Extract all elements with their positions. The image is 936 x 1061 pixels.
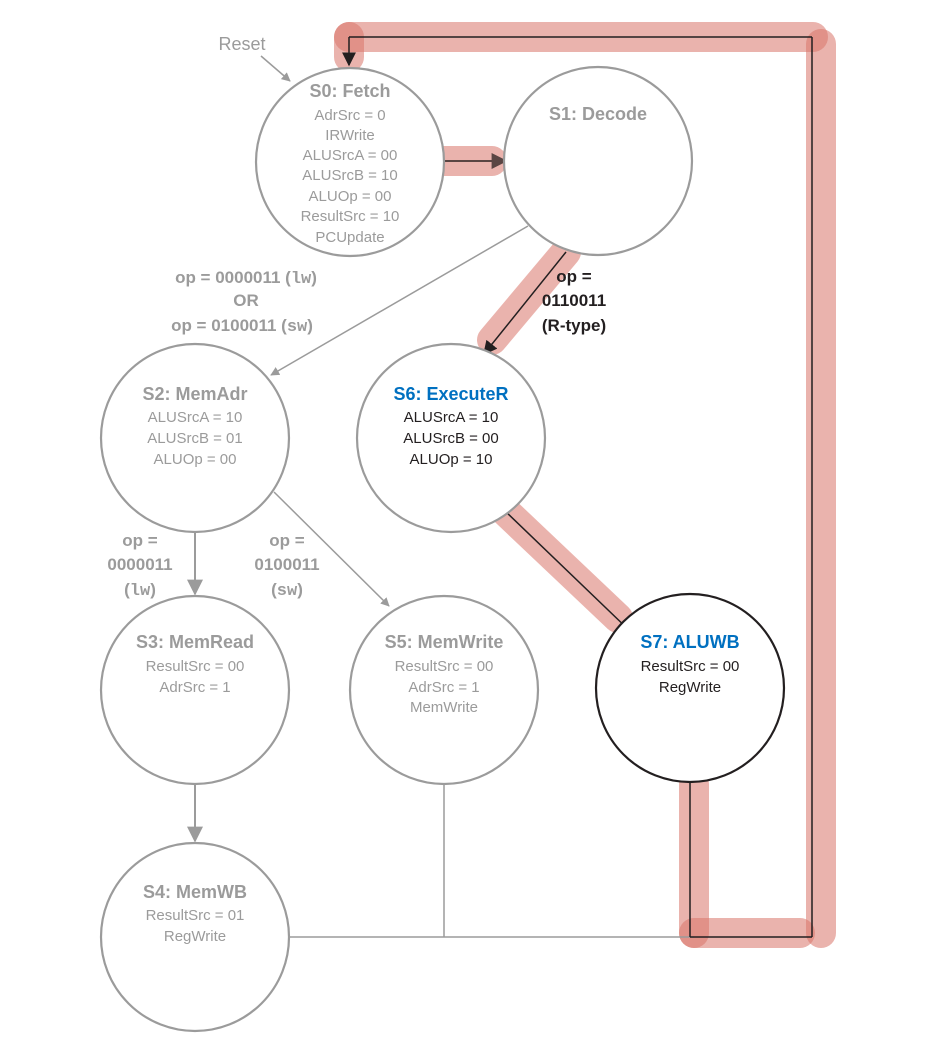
s0-line: IRWrite <box>325 127 374 144</box>
gray-transitions <box>187 55 694 938</box>
s2-title: S2: MemAdr <box>142 384 247 404</box>
s0-line: ALUOp = 00 <box>309 188 392 205</box>
s7-line: RegWrite <box>659 679 721 696</box>
s2-line: ALUSrcA = 10 <box>148 409 243 426</box>
state-s4 <box>99 841 291 1033</box>
s0-line: ResultSrc = 10 <box>301 208 400 225</box>
s0-line: AdrSrc = 0 <box>314 107 385 124</box>
state-s1 <box>502 65 694 257</box>
s0-line: ALUSrcB = 10 <box>302 167 397 184</box>
s3-title: S3: MemRead <box>136 632 254 652</box>
s7-line: ResultSrc = 00 <box>641 658 740 675</box>
state-s3 <box>99 594 291 786</box>
arrow-s6-s7 <box>503 509 634 634</box>
s6-title: S6: ExecuteR <box>393 384 508 404</box>
s6-line: ALUOp = 10 <box>410 451 493 468</box>
condition-lw-or-sw: op = 0000011 (lw) OR op = 0100011 (sw) <box>171 268 317 337</box>
cond-lw-name: (lw) <box>124 580 156 601</box>
cond-lw-op: op = <box>122 531 157 550</box>
active-transitions <box>342 36 813 938</box>
arrow-s1-s6 <box>483 251 567 356</box>
s4-line: RegWrite <box>164 928 226 945</box>
state-s7 <box>594 592 786 784</box>
cond-sw-code: 0100011 <box>254 555 319 574</box>
cond-lw-code: 0000011 <box>107 555 172 574</box>
s4-title: S4: MemWB <box>143 882 247 902</box>
s4-line: ResultSrc = 01 <box>146 907 245 924</box>
condition-rtype: op = 0110011 (R-type) <box>542 267 606 335</box>
arrow-s2-s5 <box>273 491 390 607</box>
cond-rtype-line2: 0110011 <box>542 291 606 310</box>
s0-line: PCUpdate <box>315 229 384 246</box>
arrow-s1-s2 <box>270 225 529 376</box>
cond-lw-line1: op = 0000011 (lw) <box>175 268 317 289</box>
reset-label: Reset <box>218 34 265 54</box>
condition-sw: op = 0100011 (sw) <box>254 531 319 601</box>
cond-sw-op: op = <box>269 531 304 550</box>
s5-title: S5: MemWrite <box>385 632 504 652</box>
s6-line: ALUSrcA = 10 <box>404 409 499 426</box>
condition-lw: op = 0000011 (lw) <box>107 531 172 601</box>
state-circles <box>99 65 786 1033</box>
s2-line: ALUOp = 00 <box>154 451 237 468</box>
cond-sw-name: (sw) <box>271 580 303 601</box>
s5-line: AdrSrc = 1 <box>408 679 479 696</box>
s0-line: ALUSrcA = 00 <box>303 147 398 164</box>
cond-rtype-line1: op = <box>556 267 591 286</box>
s0-title: S0: Fetch <box>309 81 390 101</box>
s7-title: S7: ALUWB <box>640 632 739 652</box>
state-s6 <box>355 342 547 534</box>
reset-arrow <box>260 55 291 82</box>
cond-sw-line: op = 0100011 (sw) <box>171 316 313 337</box>
s3-line: AdrSrc = 1 <box>159 679 230 696</box>
s1-title: S1: Decode <box>549 104 647 124</box>
state-s0 <box>254 66 446 258</box>
state-s2 <box>99 342 291 534</box>
s6-line: ALUSrcB = 00 <box>403 430 498 447</box>
state-texts: S0: Fetch AdrSrc = 0 IRWrite ALUSrcA = 0… <box>136 81 740 945</box>
cond-rtype-line3: (R-type) <box>542 316 606 335</box>
s2-line: ALUSrcB = 01 <box>147 430 242 447</box>
s5-line: ResultSrc = 00 <box>395 658 494 675</box>
cond-or: OR <box>233 291 259 310</box>
s3-line: ResultSrc = 00 <box>146 658 245 675</box>
s5-line: MemWrite <box>410 699 478 716</box>
state-s5 <box>348 594 540 786</box>
